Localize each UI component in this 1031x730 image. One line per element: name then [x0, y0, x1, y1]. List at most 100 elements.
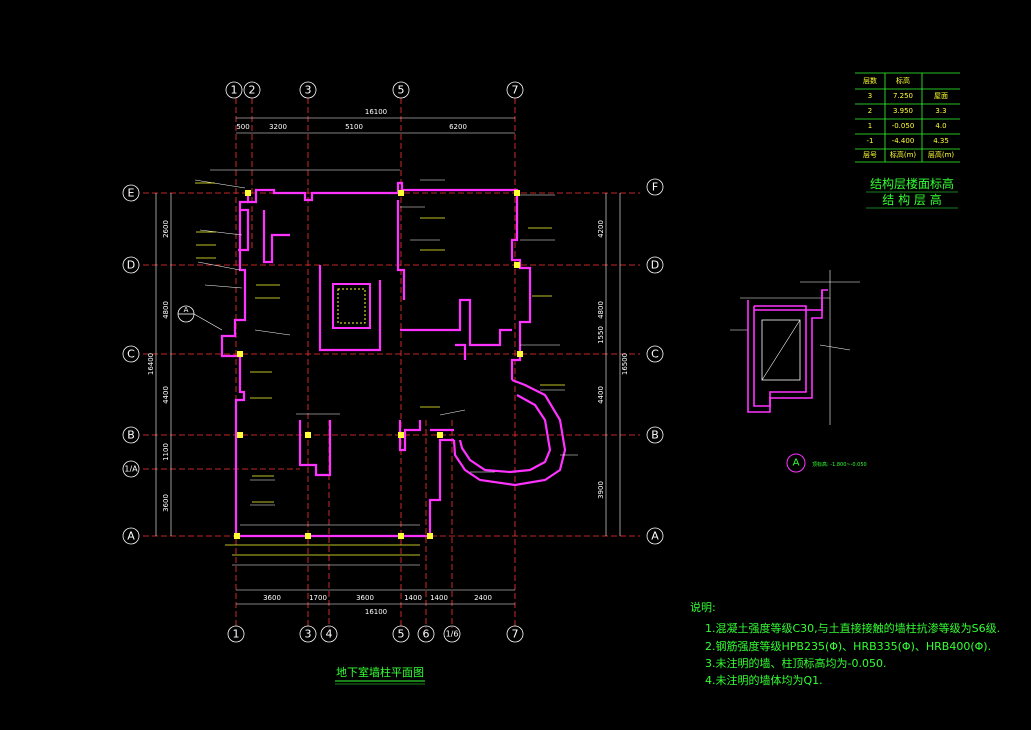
level-table-cell: 3.3 [935, 107, 946, 115]
level-table-cell: -1 [867, 137, 874, 145]
axis-label-bottom-3: 3 [305, 628, 312, 641]
bottom-dim-seg-2: 1700 [309, 594, 327, 602]
dimension-lines [155, 117, 621, 605]
right-dim-seg-1: 4200 [597, 220, 605, 238]
axis-label-top-5: 5 [398, 84, 405, 97]
axis-label-top-2: 2 [249, 84, 256, 97]
notes-heading: 说明: [690, 600, 716, 614]
axis-label-left-1-A: 1/A [124, 465, 138, 474]
right-dim-overall: 16500 [621, 353, 629, 375]
level-table-cell: 3.950 [893, 107, 913, 115]
top-dim-seg-4: 6200 [449, 123, 467, 131]
axis-bubble-top-2 [243, 81, 261, 99]
bottom-dim-seg-6: 2400 [474, 594, 492, 602]
axis-label-bottom-7: 7 [512, 628, 519, 641]
plan-title-group: 地下室墙柱平面图 [335, 665, 425, 685]
axis-bubble-bottom-3 [299, 625, 317, 643]
left-dim-overall: 16400 [147, 353, 155, 375]
level-table-footer: 标高(m) [890, 150, 917, 159]
axis-bubble-bottom-1 [227, 625, 245, 643]
top-dim-overall: 16100 [365, 108, 387, 116]
top-dim-seg-3: 5100 [345, 123, 363, 131]
note-item-1: 1.混凝土强度等级C30,与土直接接触的墙柱抗渗等级为S6级. [705, 621, 1000, 635]
axis-label-bottom-1-6: 1/6 [446, 630, 459, 639]
axis-label-left-D: D [127, 259, 135, 272]
top-dim-seg-1: 500 [236, 123, 249, 131]
bottom-dim-seg-4: 1400 [404, 594, 422, 602]
top-dim-seg-2: 3200 [269, 123, 287, 131]
section-marker-label: A [184, 306, 189, 314]
bottom-dim-seg-3: 3600 [356, 594, 374, 602]
notes-section: 说明: 1.混凝土强度等级C30,与土直接接触的墙柱抗渗等级为S6级. 2.钢筋… [690, 600, 1000, 687]
note-item-2: 2.钢筋强度等级HPB235(Φ)、HRB335(Φ)、HRB400(Φ). [705, 639, 991, 653]
level-table-subtitle: 结 构 层 高 [882, 192, 941, 207]
axis-bubble-top-3 [299, 81, 317, 99]
axis-label-left-E: E [128, 187, 135, 200]
axis-bubble-bottom-1-6 [443, 625, 461, 643]
axis-bubble-bottom-6 [417, 625, 435, 643]
left-dim-seg-3: 4400 [162, 386, 170, 404]
right-dim-seg-5: 3900 [597, 481, 605, 499]
right-dim-seg-2: 4800 [597, 301, 605, 319]
bottom-dim-overall: 16100 [365, 608, 387, 616]
level-table-cell: 4.0 [935, 122, 946, 130]
section-marker-left: A [177, 305, 223, 331]
right-dimension-text: 16500 4200 4800 1550 4400 3900 [597, 220, 629, 499]
bottom-dim-seg-1: 3600 [263, 594, 281, 602]
plan-title: 地下室墙柱平面图 [336, 665, 424, 679]
axis-bubble-top-7 [506, 81, 524, 99]
left-dim-seg-5: 3600 [162, 494, 170, 512]
axis-label-bottom-1: 1 [233, 628, 240, 641]
axis-label-left-B: B [127, 429, 135, 442]
core-column [332, 283, 371, 329]
left-dim-seg-1: 2600 [162, 220, 170, 238]
bottom-dimension-text: 3600 1700 3600 1400 1400 2400 16100 [263, 594, 492, 616]
level-table: 层数 标高 3 7.250 屋面 2 3.950 3.3 1 -0.050 4.… [855, 72, 960, 209]
left-dim-seg-2: 4800 [162, 301, 170, 319]
level-table-header-1: 层数 [863, 76, 877, 85]
left-axis-bubbles: E D C B 1/A A [122, 184, 140, 545]
axis-label-right-B: B [651, 429, 659, 442]
level-table-footer: 层号 [863, 151, 877, 159]
top-dimension-text: 16100 500 3200 5100 6200 [236, 108, 467, 131]
level-table-cell: 屋面 [934, 92, 948, 100]
axis-bubble-bottom-5 [392, 625, 410, 643]
axis-bubble-bottom-7 [506, 625, 524, 643]
axis-bubble-bottom-4 [320, 625, 338, 643]
detail-a-section: A 顶标高: -1.800~-0.050 [730, 270, 867, 473]
axis-label-bottom-6: 6 [423, 628, 430, 641]
axis-bubble-top-5 [392, 81, 410, 99]
right-dim-seg-3: 1550 [597, 326, 605, 344]
level-table-cell: 7.250 [893, 92, 913, 100]
right-axis-bubbles: F D C B A [646, 178, 664, 545]
top-axis-bubbles: 1 2 3 5 7 [225, 81, 524, 99]
left-dimension-text: 16400 2600 4800 4400 1100 3600 [147, 220, 170, 512]
level-table-header-2: 标高 [896, 76, 910, 85]
level-table-cell: 3 [868, 92, 872, 100]
level-table-cell: -4.400 [892, 137, 915, 145]
axis-label-right-F: F [652, 181, 658, 194]
detail-a-marker: A [793, 458, 800, 469]
wall-outline [220, 181, 567, 538]
level-table-cell: 1 [868, 122, 872, 130]
axis-label-bottom-5: 5 [398, 628, 405, 641]
axis-grid [143, 98, 640, 628]
level-table-cell: 4.35 [933, 137, 949, 145]
axis-label-right-D: D [651, 259, 659, 272]
note-item-3: 3.未注明的墙、柱顶标高均为-0.050. [705, 656, 886, 670]
level-table-cell: -0.050 [892, 122, 915, 130]
bottom-dim-seg-5: 1400 [430, 594, 448, 602]
axis-label-left-C: C [127, 348, 135, 361]
level-table-footer: 层高(m) [928, 150, 955, 159]
left-dim-seg-4: 1100 [162, 443, 170, 461]
note-item-4: 4.未注明的墙体均为Q1. [705, 673, 823, 687]
axis-label-bottom-4: 4 [326, 628, 333, 641]
annotation-leaders [194, 179, 578, 526]
wall-column-marks [234, 190, 523, 539]
axis-bubble-top-1 [225, 81, 243, 99]
axis-label-top-1: 1 [231, 84, 238, 97]
right-dim-seg-4: 4400 [597, 386, 605, 404]
axis-label-right-A: A [651, 530, 659, 543]
axis-label-top-3: 3 [305, 84, 312, 97]
